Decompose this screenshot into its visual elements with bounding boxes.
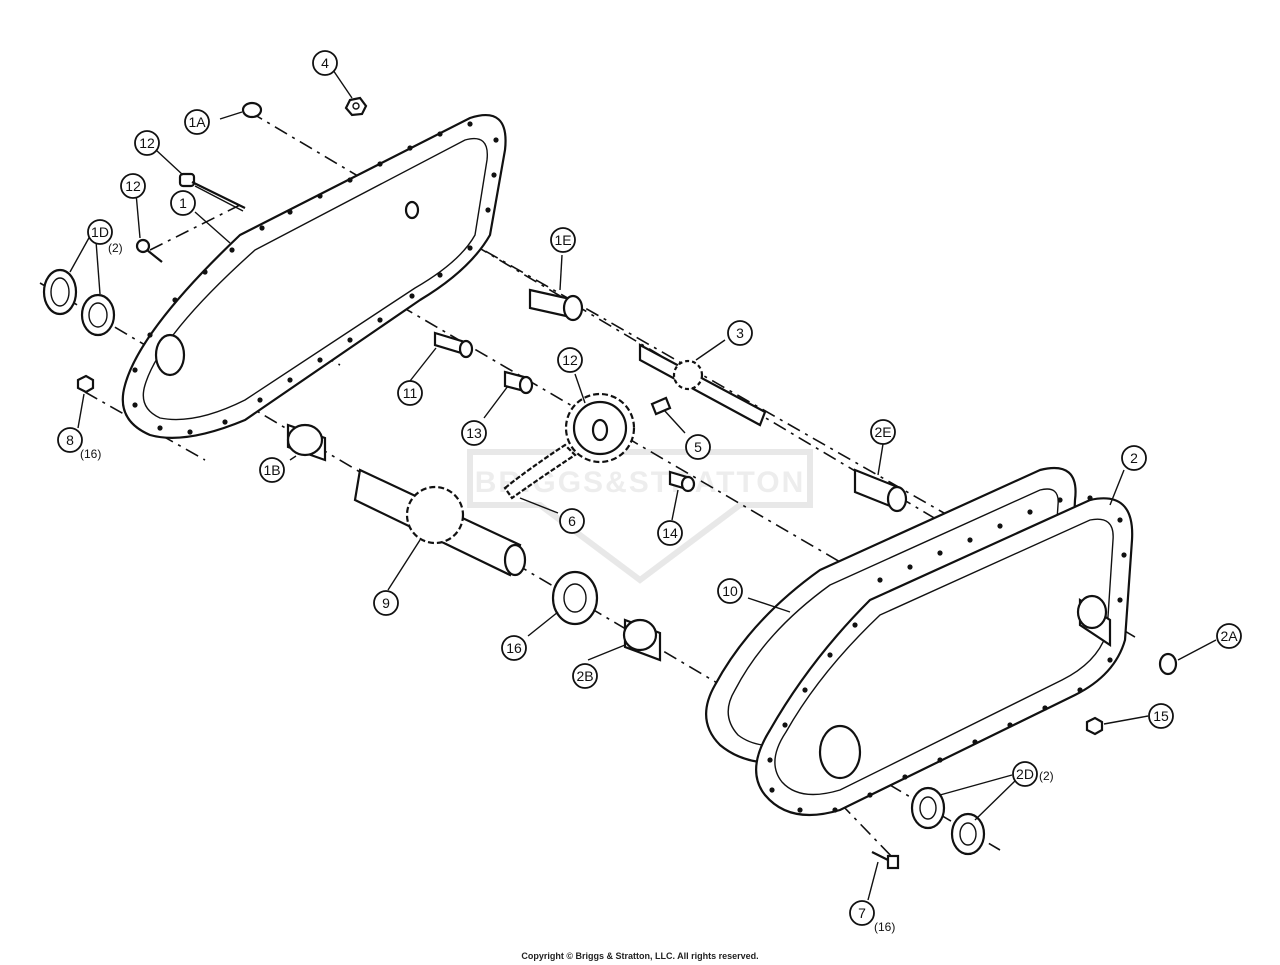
callout-2: 2	[1121, 445, 1147, 471]
spacer-12a-upper	[503, 370, 534, 395]
bolt-7	[871, 851, 900, 870]
callout-2a: 2A	[1216, 623, 1242, 649]
callout-2e: 2E	[870, 419, 896, 445]
svg-text:14: 14	[662, 525, 678, 541]
svg-text:2E: 2E	[874, 424, 891, 440]
callout-13: 12	[120, 173, 146, 199]
connector-link-4	[650, 396, 672, 416]
callout-4: 5	[685, 434, 711, 460]
bolt-14	[178, 172, 246, 212]
callout-7: 7 (16)	[849, 900, 895, 934]
svg-text:13: 13	[466, 425, 482, 441]
nut-15	[1085, 716, 1104, 736]
callout-12: 12	[557, 347, 583, 373]
svg-text:9: 9	[382, 595, 390, 611]
callout-9: 9	[373, 590, 399, 616]
callout-1d: 1D (2)	[87, 219, 123, 255]
svg-text:2D: 2D	[1016, 766, 1034, 782]
callout-14: 12	[134, 130, 160, 156]
svg-text:1E: 1E	[554, 232, 571, 248]
svg-text:1: 1	[179, 195, 187, 211]
nut-5	[344, 96, 368, 117]
callout-2d: 2D (2)	[1012, 761, 1054, 787]
copyright-notice: Copyright © Briggs & Stratton, LLC. All …	[521, 951, 759, 961]
callout-2b: 2B	[572, 663, 598, 689]
svg-text:2B: 2B	[576, 668, 593, 684]
svg-text:11: 11	[403, 385, 418, 401]
callout-8: 8 (16)	[57, 427, 101, 461]
sprocket-12	[564, 392, 636, 464]
seal-1d	[42, 268, 116, 337]
svg-text:10: 10	[722, 583, 738, 599]
svg-text:1B: 1B	[263, 462, 280, 478]
callout-3: 3	[727, 320, 753, 346]
shaft-9	[353, 468, 527, 577]
callout-1a: 1A	[184, 109, 210, 135]
svg-text:(16): (16)	[874, 920, 895, 934]
bushing-2b	[622, 618, 662, 662]
callout-12a-upper: 13	[461, 420, 487, 446]
callout-1e: 1E	[550, 227, 576, 253]
shaft-3	[638, 343, 767, 427]
callout-16: 16	[501, 635, 527, 661]
svg-text:1A: 1A	[188, 114, 206, 130]
callout-5: 4	[312, 50, 338, 76]
bushing-1b	[286, 423, 327, 462]
svg-text:15: 15	[1153, 708, 1169, 724]
svg-text:12: 12	[125, 178, 141, 194]
svg-text:12: 12	[562, 352, 578, 368]
svg-text:3: 3	[736, 325, 744, 341]
svg-text:(16): (16)	[80, 447, 101, 461]
chain-6	[503, 443, 577, 500]
callout-1: 1	[170, 190, 196, 216]
svg-text:12: 12	[139, 135, 155, 151]
bushing-1e	[528, 288, 584, 322]
svg-text:8: 8	[66, 432, 74, 448]
callout-10: 10	[717, 578, 743, 604]
svg-text:5: 5	[694, 439, 702, 455]
spacer-12a-lower	[668, 470, 696, 493]
callout-6: 6	[559, 508, 585, 534]
svg-text:(2): (2)	[108, 241, 123, 255]
screw-13	[135, 238, 163, 263]
bearing-16	[551, 570, 599, 626]
callout-12a-lower: 14	[657, 520, 683, 546]
washer-2a	[1158, 652, 1178, 676]
svg-text:6: 6	[568, 513, 576, 529]
svg-text:1D: 1D	[91, 224, 109, 240]
svg-text:4: 4	[321, 55, 329, 71]
nut-8	[76, 374, 95, 394]
bushing-2e	[853, 468, 908, 513]
seal-2d	[910, 786, 986, 856]
svg-text:16: 16	[506, 640, 522, 656]
leader-lines	[69, 69, 1217, 901]
callout-15: 15	[1148, 703, 1174, 729]
left-chain-case	[121, 113, 507, 439]
svg-text:(2): (2)	[1039, 769, 1054, 783]
svg-text:7: 7	[858, 905, 866, 921]
right-chain-case	[755, 495, 1134, 817]
svg-text:2: 2	[1130, 450, 1138, 466]
spacer-11	[433, 331, 474, 359]
callout-1b: 1B	[259, 457, 285, 483]
svg-text:2A: 2A	[1220, 628, 1238, 644]
callout-11: 11	[397, 380, 423, 406]
bushing-1a	[241, 101, 263, 119]
